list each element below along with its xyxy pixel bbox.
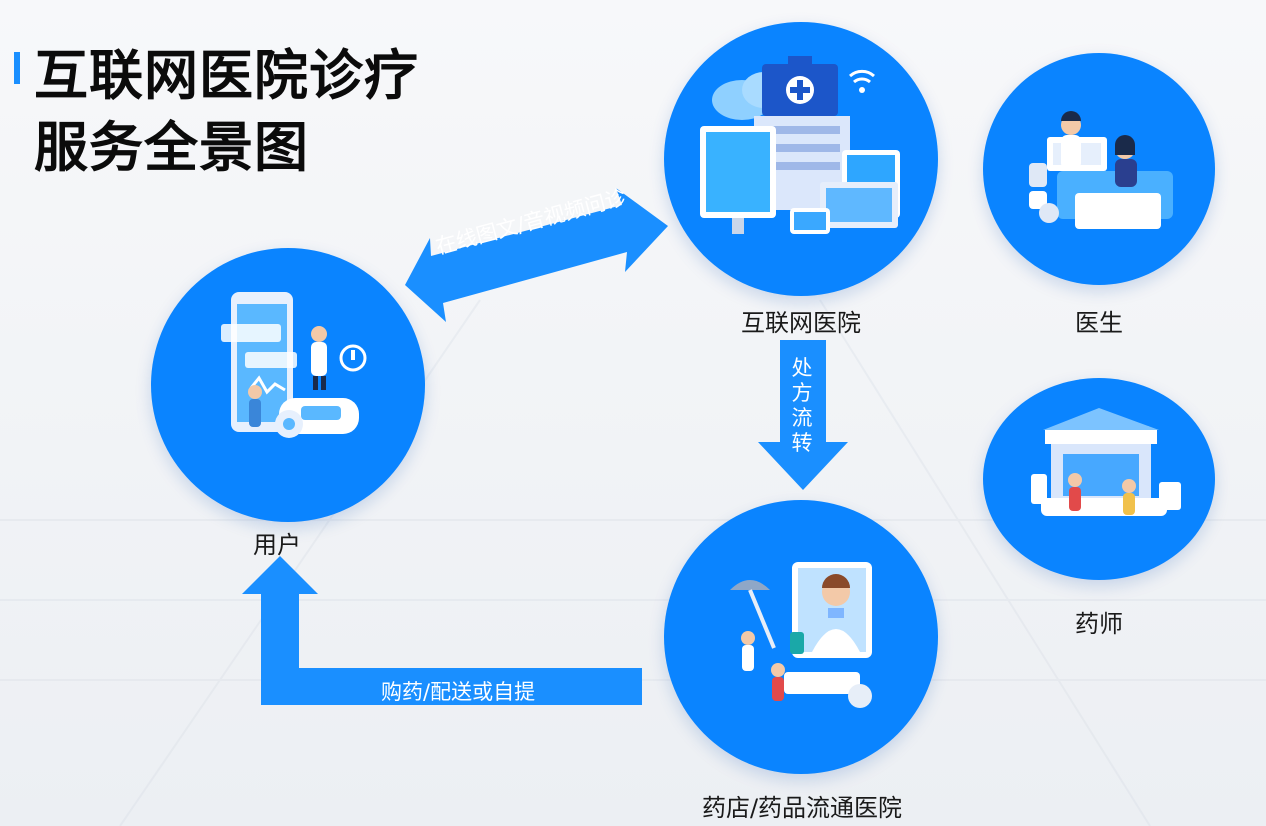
user-illustration <box>221 292 367 438</box>
page-title: 互联网医院诊疗 服务全景图 <box>34 40 419 184</box>
delivery-label: 购药/配送或自提 <box>381 680 536 704</box>
pharmacy-illustration <box>730 562 872 708</box>
user-label: 用户 <box>253 531 301 559</box>
prescription-arrow <box>758 340 848 490</box>
pharmacist-node <box>983 378 1215 580</box>
hospital-illustration <box>700 56 900 234</box>
pharmacy-label: 药店/药品流通医院 <box>701 794 903 822</box>
pharmacist-illustration <box>1031 408 1181 516</box>
title-line-2: 服务全景图 <box>34 116 309 179</box>
pharmacy-node <box>664 500 938 774</box>
doctor-node <box>983 53 1215 285</box>
title-accent-bar <box>14 52 20 84</box>
hospital-node <box>664 22 938 296</box>
title-line-1: 互联网医院诊疗 <box>34 44 419 107</box>
doctor-label: 医生 <box>1075 309 1123 337</box>
pharmacist-label: 药师 <box>1075 610 1123 638</box>
delivery-arrow <box>242 556 642 705</box>
doctor-illustration <box>1029 111 1173 229</box>
consult-arrow <box>405 188 668 322</box>
prescription-label: 处方流转 <box>791 356 813 455</box>
hospital-label: 互联网医院 <box>741 309 861 337</box>
user-node <box>151 248 425 522</box>
